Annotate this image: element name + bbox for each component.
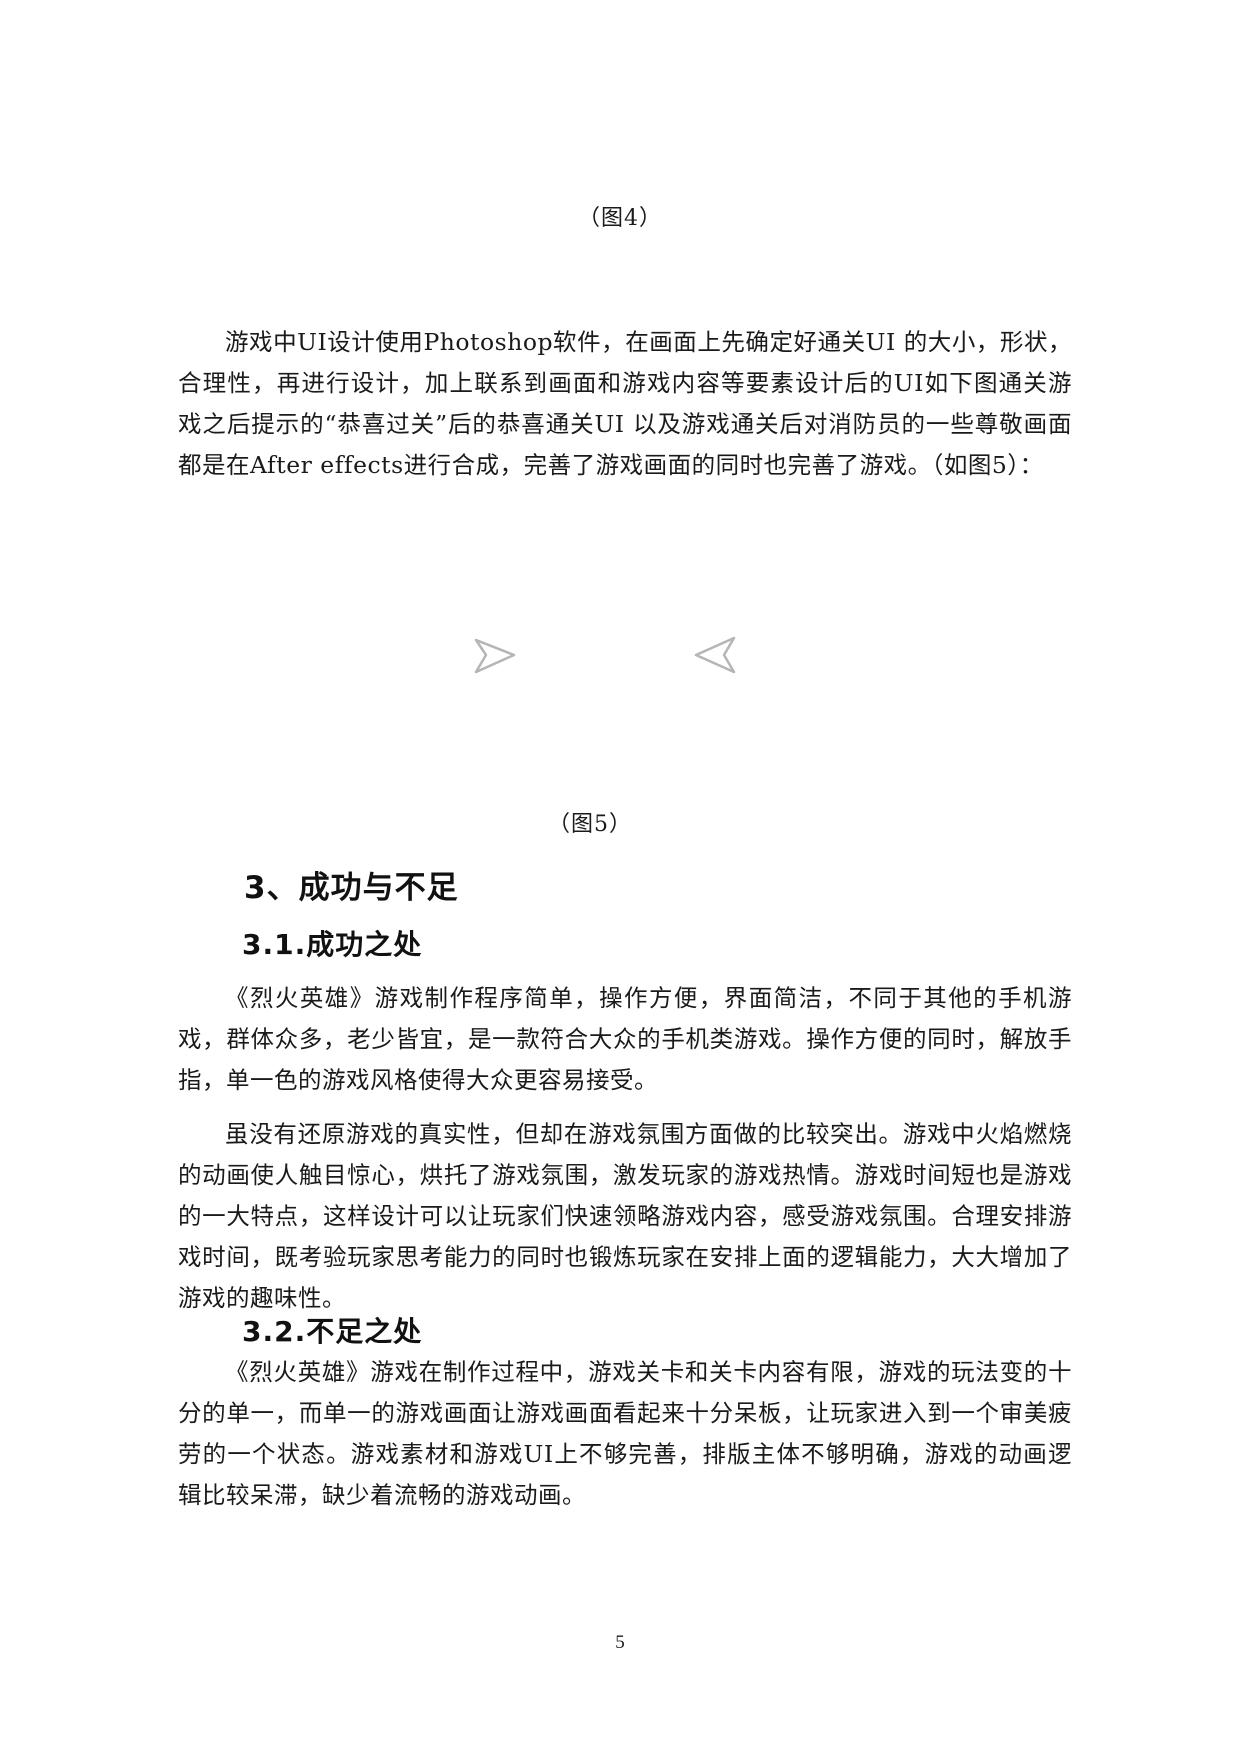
page-number: 5 [615, 1632, 625, 1653]
figure-4-caption: （图4） [578, 206, 662, 231]
section-3-2-heading: 3.2.不足之处 [242, 1315, 423, 1348]
figure-5-image [440, 630, 770, 690]
section-3-1-paragraph-2: 虽没有还原游戏的真实性，但却在游戏氛围方面做的比较突出。游戏中火焰燃烧的动画使人… [178, 1120, 1072, 1312]
section-3-1-heading: 3.1.成功之处 [242, 928, 423, 961]
section-3-2-paragraph-1: 《烈火英雄》游戏在制作过程中，游戏关卡和关卡内容有限，游戏的玩法变的十分的单一，… [178, 1358, 1072, 1509]
send-arrow-left-icon [694, 636, 736, 674]
section-3-1-paragraph-1: 《烈火英雄》游戏制作程序简单，操作方便，界面简洁，不同于其他的手机游戏，群体众多… [178, 984, 1072, 1094]
figure-5-caption: （图5） [548, 812, 632, 837]
section-3-heading: 3、成功与不足 [244, 870, 459, 906]
intro-paragraph: 游戏中UI设计使用Photoshop软件，在画面上先确定好通关UI 的大小，形状… [178, 328, 1072, 479]
send-arrow-right-icon [474, 638, 516, 674]
